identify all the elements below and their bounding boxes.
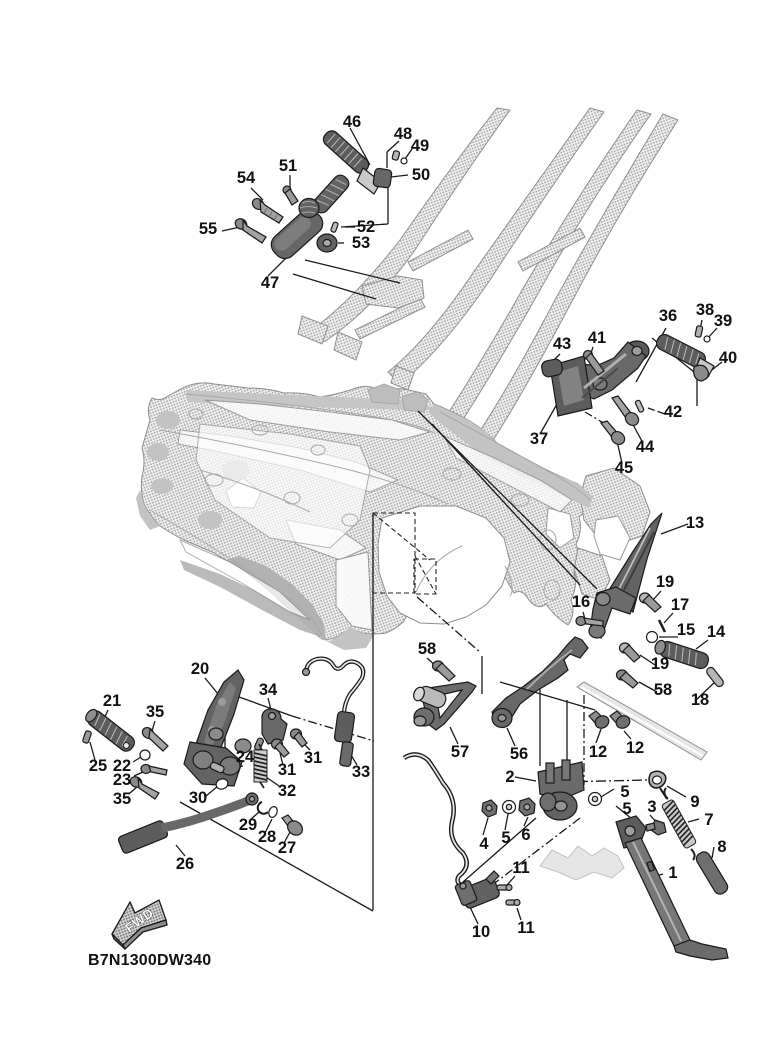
svg-text:30: 30 — [189, 789, 207, 807]
svg-text:10: 10 — [472, 923, 490, 941]
svg-text:40: 40 — [719, 349, 737, 367]
svg-text:38: 38 — [696, 301, 714, 319]
svg-text:58: 58 — [418, 640, 436, 658]
svg-text:15: 15 — [677, 621, 695, 639]
svg-text:33: 33 — [352, 763, 370, 781]
svg-text:12: 12 — [589, 743, 607, 761]
svg-text:17: 17 — [671, 596, 689, 614]
svg-text:8: 8 — [717, 838, 726, 856]
svg-text:23: 23 — [113, 771, 131, 789]
svg-text:19: 19 — [656, 573, 674, 591]
svg-text:48: 48 — [394, 125, 412, 143]
svg-text:55: 55 — [199, 220, 217, 238]
svg-text:22: 22 — [113, 757, 131, 775]
svg-text:1: 1 — [668, 864, 677, 882]
svg-text:13: 13 — [686, 514, 704, 532]
svg-text:41: 41 — [588, 329, 606, 347]
svg-text:51: 51 — [279, 157, 297, 175]
svg-text:27: 27 — [278, 839, 296, 857]
svg-text:21: 21 — [103, 692, 121, 710]
svg-text:57: 57 — [451, 743, 469, 761]
svg-text:6: 6 — [521, 826, 530, 844]
svg-text:35: 35 — [146, 703, 164, 721]
svg-text:52: 52 — [357, 218, 375, 236]
svg-text:5: 5 — [620, 783, 629, 801]
svg-text:9: 9 — [690, 793, 699, 811]
svg-text:31: 31 — [304, 749, 322, 767]
svg-text:5: 5 — [622, 800, 631, 818]
svg-text:46: 46 — [343, 113, 361, 131]
svg-text:50: 50 — [412, 166, 430, 184]
svg-text:16: 16 — [572, 593, 590, 611]
svg-text:36: 36 — [659, 307, 677, 325]
svg-text:B7N1300DW340: B7N1300DW340 — [88, 952, 211, 969]
svg-text:31: 31 — [278, 761, 296, 779]
svg-text:58: 58 — [654, 681, 672, 699]
svg-text:19: 19 — [651, 655, 669, 673]
svg-text:47: 47 — [261, 274, 279, 292]
svg-text:3: 3 — [647, 798, 656, 816]
svg-text:28: 28 — [258, 828, 276, 846]
svg-text:43: 43 — [553, 335, 571, 353]
svg-text:49: 49 — [411, 137, 429, 155]
svg-text:18: 18 — [691, 691, 709, 709]
svg-text:34: 34 — [259, 681, 278, 699]
svg-text:7: 7 — [704, 811, 713, 829]
svg-text:5: 5 — [501, 829, 510, 847]
svg-text:39: 39 — [714, 312, 732, 330]
svg-text:25: 25 — [89, 757, 107, 775]
svg-text:35: 35 — [113, 790, 131, 808]
svg-text:2: 2 — [505, 768, 514, 786]
svg-text:56: 56 — [510, 745, 528, 763]
svg-text:42: 42 — [664, 403, 682, 421]
svg-text:11: 11 — [512, 859, 529, 877]
svg-text:37: 37 — [530, 430, 548, 448]
svg-text:32: 32 — [278, 782, 296, 800]
svg-text:24: 24 — [236, 748, 255, 766]
svg-text:20: 20 — [191, 660, 209, 678]
svg-text:45: 45 — [615, 459, 633, 477]
svg-text:12: 12 — [626, 739, 644, 757]
svg-text:29: 29 — [239, 816, 257, 834]
svg-text:14: 14 — [707, 623, 726, 641]
svg-text:53: 53 — [352, 234, 370, 252]
svg-text:11: 11 — [517, 919, 534, 937]
svg-text:4: 4 — [479, 835, 489, 853]
svg-text:54: 54 — [237, 169, 256, 187]
svg-text:26: 26 — [176, 855, 194, 873]
svg-text:44: 44 — [636, 438, 655, 456]
